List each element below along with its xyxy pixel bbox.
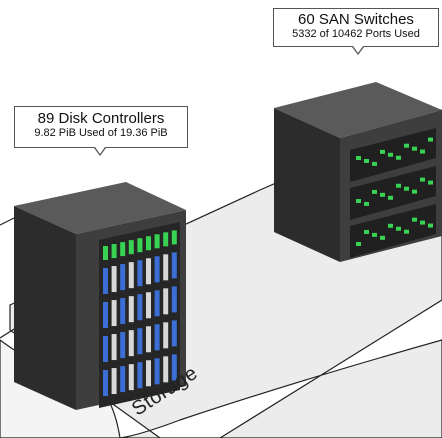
switch-port-led-icon: [372, 232, 377, 237]
disk-drive-icon: [137, 328, 143, 355]
disk-controller-rack-icon: [14, 182, 186, 410]
switch-port-led-icon: [396, 183, 401, 188]
disk-drive-icon: [128, 364, 134, 391]
switch-port-led-icon: [412, 146, 417, 151]
switch-port-led-icon: [428, 223, 433, 228]
san-callout-pointer-fill: [353, 46, 363, 53]
switch-port-led-icon: [396, 155, 401, 160]
disk-drive-icon: [154, 358, 160, 385]
san-switches-callout: 60 SAN Switches 5332 of 10462 Ports Used: [273, 8, 439, 47]
switch-port-led-icon: [412, 217, 417, 222]
switch-port-led-icon: [428, 180, 433, 185]
rack-led-icon: [171, 230, 177, 245]
disk-drive-icon: [120, 264, 126, 291]
switch-port-led-icon: [356, 242, 361, 246]
disk-drive-icon: [103, 302, 108, 328]
rack-led-icon: [137, 238, 143, 253]
disk-drive-icon: [128, 296, 134, 323]
rack-led-icon: [154, 234, 160, 249]
switch-port-led-icon: [380, 235, 385, 240]
switch-port-led-icon: [388, 223, 393, 228]
rack-led-icon: [128, 240, 134, 255]
switch-module-icon: [350, 204, 436, 258]
disk-drive-icon: [154, 290, 160, 317]
switch-module-icon: [350, 166, 436, 220]
switch-port-led-icon: [404, 143, 409, 148]
disk-drive-icon: [146, 258, 151, 285]
disk-drive-icon: [146, 360, 151, 387]
switch-port-led-icon: [388, 152, 393, 157]
disk-drive-icon: [154, 256, 160, 283]
disk-drive-icon: [103, 336, 108, 362]
switch-port-led-icon: [396, 226, 401, 231]
disk-drive-icon: [128, 330, 134, 357]
switch-port-led-icon: [364, 201, 369, 206]
rack-led-icon: [120, 242, 126, 257]
disk-drive-icon: [163, 356, 169, 383]
switch-port-led-icon: [356, 199, 361, 203]
rack-led-icon: [111, 244, 117, 259]
switch-port-led-icon: [372, 189, 377, 194]
switch-port-led-icon: [372, 161, 377, 166]
san-switch-rack-icon: [274, 82, 442, 262]
switch-port-led-icon: [420, 177, 425, 182]
switch-port-led-icon: [404, 229, 409, 234]
switch-port-led-icon: [420, 149, 425, 154]
disk-controllers-title: 89 Disk Controllers: [37, 110, 165, 127]
disk-controllers-callout: 89 Disk Controllers 9.82 PiB Used of 19.…: [14, 106, 188, 148]
disk-drive-icon: [103, 268, 108, 294]
disk-drive-icon: [111, 266, 117, 293]
disk-drive-icon: [111, 368, 117, 395]
disk-drive-icon: [137, 260, 143, 287]
rack-led-icon: [146, 236, 151, 251]
switch-port-led-icon: [380, 149, 385, 154]
disk-drive-icon: [128, 262, 134, 289]
disk-drive-icon: [137, 362, 143, 389]
switch-port-led-icon: [356, 156, 361, 160]
rack-led-icon: [103, 246, 108, 260]
switch-port-led-icon: [364, 158, 369, 163]
rack-led-icon: [163, 232, 169, 247]
disk-drive-icon: [163, 322, 169, 349]
san-switches-usage: 5332 of 10462 Ports Used: [292, 28, 420, 40]
disk-drive-icon: [171, 286, 177, 313]
disk-drive-icon: [120, 332, 126, 359]
switch-port-led-icon: [420, 220, 425, 225]
disk-drive-icon: [120, 298, 126, 325]
disk-callout-pointer-fill: [95, 147, 105, 154]
san-switches-title: 60 SAN Switches: [298, 11, 414, 28]
switch-port-led-icon: [380, 192, 385, 197]
disk-drive-icon: [111, 300, 117, 327]
disk-drive-icon: [171, 320, 177, 347]
disk-drive-icon: [146, 326, 151, 353]
disk-drive-icon: [137, 294, 143, 321]
switch-port-led-icon: [412, 189, 417, 194]
disk-drive-icon: [171, 252, 177, 279]
disk-controllers-usage: 9.82 PiB Used of 19.36 PiB: [34, 127, 168, 139]
disk-drive-icon: [120, 366, 126, 393]
switch-port-led-icon: [388, 195, 393, 200]
disk-drive-icon: [146, 292, 151, 319]
switch-port-led-icon: [364, 229, 369, 234]
switch-port-led-icon: [428, 137, 433, 142]
disk-drive-icon: [171, 354, 177, 381]
disk-drive-icon: [163, 288, 169, 315]
disk-drive-icon: [103, 370, 108, 396]
disk-drive-icon: [163, 254, 169, 281]
disk-drive-icon: [154, 324, 160, 351]
disk-drive-icon: [111, 334, 117, 361]
switch-port-led-icon: [404, 186, 409, 191]
